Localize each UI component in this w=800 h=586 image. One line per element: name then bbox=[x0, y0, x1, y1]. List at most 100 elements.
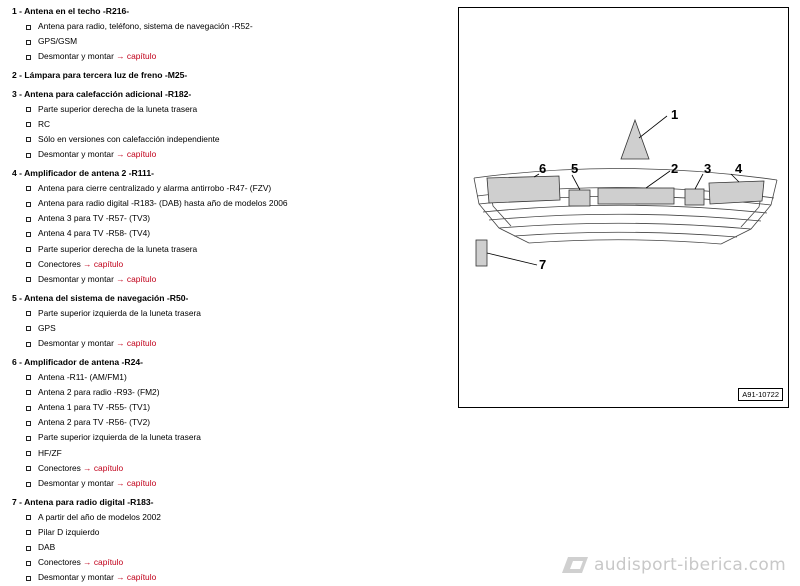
amplifier-left-shape bbox=[486, 175, 561, 204]
sub-item-text: Sólo en versiones con calefacción indepe… bbox=[38, 133, 220, 144]
square-bullet-icon bbox=[26, 54, 31, 60]
sub-item-text: DAB bbox=[38, 542, 56, 553]
antenna-diagram: 1 2 3 4 5 6 7 A91-10722 bbox=[458, 7, 789, 408]
item-title: 7 - Antena para radio digital -R183- bbox=[12, 496, 154, 507]
sub-item-text: Desmontar y montar bbox=[38, 149, 114, 160]
sub-item: A partir del año de modelos 2002 bbox=[12, 510, 442, 525]
callout-1: 1 bbox=[671, 107, 678, 122]
sub-item-text: Parte superior derecha de la luneta tras… bbox=[38, 243, 198, 254]
sub-item: Desmontar y montar → capítulo bbox=[12, 336, 442, 351]
nav-antenna-shape bbox=[568, 189, 591, 207]
chapter-link[interactable]: → capítulo bbox=[116, 338, 157, 348]
sub-item-text: Antena para radio, teléfono, sistema de … bbox=[38, 21, 253, 31]
callout-line-6 bbox=[533, 173, 540, 178]
chapter-link[interactable]: → capítulo bbox=[116, 572, 157, 583]
square-bullet-icon bbox=[26, 545, 31, 551]
sub-item-text: Parte superior izquierda de la luneta tr… bbox=[38, 432, 201, 443]
sub-item: Antena para radio digital -R183- (DAB) h… bbox=[12, 196, 442, 211]
watermark-text: audisport-iberica.com bbox=[593, 555, 786, 575]
sub-item-text: Antena para cierre centralizado y alarma… bbox=[38, 182, 272, 193]
list-item: 1 - Antena en el techo -R216- Antena para… bbox=[12, 4, 442, 65]
square-bullet-icon bbox=[26, 152, 31, 158]
sub-item-text: Antena 2 para radio -R93- (FM2) bbox=[38, 386, 160, 397]
item-title: 4 - Amplificador de antena 2 -R111- bbox=[12, 167, 154, 178]
callout-6: 6 bbox=[539, 161, 546, 176]
chapter-link[interactable]: → capítulo bbox=[83, 258, 124, 269]
list-item: 2 - Lámpara para tercera luz de freno -M… bbox=[12, 68, 442, 83]
sub-item-text: GPS bbox=[38, 322, 56, 333]
square-bullet-icon bbox=[26, 326, 31, 332]
sub-item-text: A partir del año de modelos 2002 bbox=[38, 511, 161, 522]
chapter-link[interactable]: → capítulo bbox=[83, 557, 124, 568]
roof-antenna-shape bbox=[620, 118, 650, 160]
square-bullet-icon bbox=[26, 375, 31, 381]
square-bullet-icon bbox=[26, 481, 31, 487]
sub-item-text: Antena 4 para TV -R58- (TV4) bbox=[38, 228, 151, 239]
square-bullet-icon bbox=[26, 231, 31, 237]
sub-item: GPS bbox=[12, 321, 442, 336]
square-bullet-icon bbox=[26, 405, 31, 411]
sub-item-text: Desmontar y montar bbox=[38, 572, 114, 583]
sub-item: Conectores → capítulo bbox=[12, 555, 442, 570]
diagram-svg: 1 2 3 4 5 6 7 bbox=[473, 107, 778, 272]
square-bullet-icon bbox=[26, 201, 31, 207]
sub-item-text: Antena 1 para TV -R55- (TV1) bbox=[38, 402, 151, 413]
callout-line-2 bbox=[645, 170, 671, 189]
sub-item: Sólo en versiones con calefacción indepe… bbox=[12, 132, 442, 147]
sub-item: Antena 2 para TV -R56- (TV2) bbox=[12, 415, 442, 430]
sub-item: Conectores → capítulo bbox=[12, 461, 442, 476]
window-line-4 bbox=[488, 213, 762, 222]
sub-item-text: Desmontar y montar bbox=[38, 51, 114, 62]
sub-item: Pilar D izquierdo bbox=[12, 525, 442, 540]
sub-item-text: Conectores bbox=[38, 557, 81, 568]
sub-item-text: Conectores bbox=[38, 462, 81, 473]
sub-item-text: Parte superior derecha de la luneta tras… bbox=[38, 103, 198, 114]
sub-item: Parte superior izquierda de la luneta tr… bbox=[12, 430, 442, 445]
square-bullet-icon bbox=[26, 137, 31, 143]
watermark: audisport-iberica.com bbox=[561, 555, 786, 575]
square-bullet-icon bbox=[26, 122, 31, 128]
item-title: 1 - Antena en el techo -R216- bbox=[12, 6, 130, 16]
window-side-left bbox=[473, 177, 530, 244]
square-bullet-icon bbox=[26, 390, 31, 396]
chapter-link[interactable]: → capítulo bbox=[83, 462, 124, 473]
square-bullet-icon bbox=[26, 186, 31, 192]
square-bullet-icon bbox=[26, 451, 31, 457]
square-bullet-icon bbox=[26, 515, 31, 521]
sub-item: Parte superior derecha de la luneta tras… bbox=[12, 242, 442, 257]
sub-item: Conectores → capítulo bbox=[12, 257, 442, 272]
callout-line-4 bbox=[730, 173, 740, 183]
sub-item-text: Antena para radio digital -R183- (DAB) h… bbox=[38, 198, 288, 208]
dab-antenna-shape bbox=[475, 239, 488, 267]
brake-light-shape bbox=[597, 187, 675, 205]
callout-line-1 bbox=[638, 115, 668, 139]
callout-line-5 bbox=[571, 174, 581, 191]
callout-4: 4 bbox=[735, 161, 743, 176]
sub-item: Desmontar y montar → capítulo bbox=[12, 147, 442, 162]
list-item: 3 - Antena para calefacción adicional -R… bbox=[12, 87, 442, 163]
sub-item: Desmontar y montar → capítulo bbox=[12, 49, 442, 64]
chapter-link[interactable]: → capítulo bbox=[116, 273, 157, 284]
sub-item-text: Parte superior izquierda de la luneta tr… bbox=[38, 307, 201, 318]
square-bullet-icon bbox=[26, 277, 31, 283]
window-line-5 bbox=[498, 222, 752, 230]
square-bullet-icon bbox=[26, 575, 31, 581]
callout-3: 3 bbox=[704, 161, 711, 176]
sub-item-text: RC bbox=[38, 118, 51, 129]
sub-item-text: Pilar D izquierdo bbox=[38, 526, 100, 537]
square-bullet-icon bbox=[26, 420, 31, 426]
square-bullet-icon bbox=[26, 107, 31, 113]
chapter-link[interactable]: → capítulo bbox=[116, 478, 157, 488]
sub-item: Antena -R11- (AM/FM1) bbox=[12, 370, 442, 385]
sub-item-text: Desmontar y montar bbox=[38, 478, 114, 488]
square-bullet-icon bbox=[26, 530, 31, 536]
sub-item: Antena para cierre centralizado y alarma… bbox=[12, 181, 442, 196]
sub-item: Desmontar y montar → capítulo bbox=[12, 272, 442, 287]
sub-item-text: Conectores bbox=[38, 258, 81, 269]
sub-item-text: HF/ZF bbox=[38, 447, 62, 458]
square-bullet-icon bbox=[26, 435, 31, 441]
chapter-link[interactable]: → capítulo bbox=[116, 149, 157, 160]
sub-item: Antena para radio, teléfono, sistema de … bbox=[12, 19, 442, 34]
sub-item-text: GPS/GSM bbox=[38, 36, 78, 47]
chapter-link[interactable]: → capítulo bbox=[116, 51, 157, 62]
